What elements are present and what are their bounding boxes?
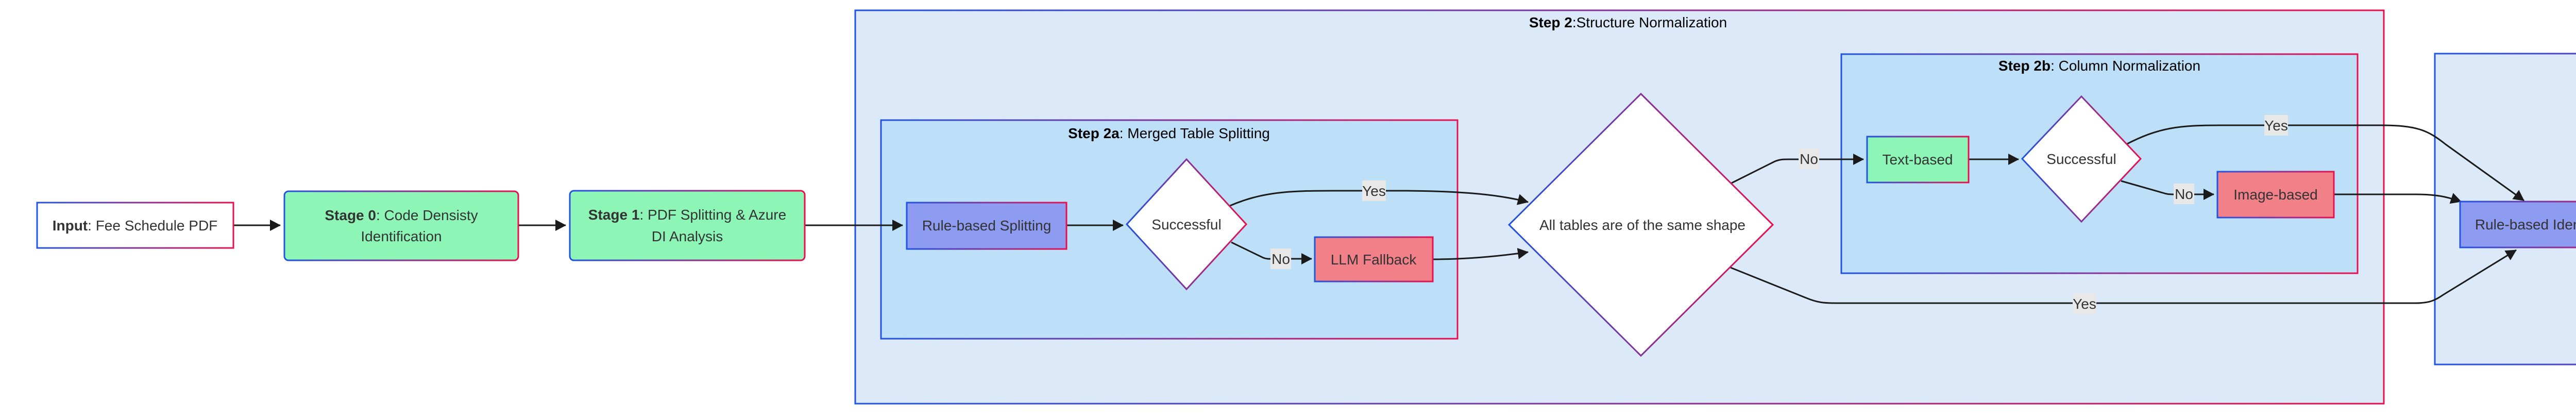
- svg-text:Input: Fee Schedule PDF: Input: Fee Schedule PDF: [53, 218, 218, 234]
- svg-text:Yes: Yes: [2073, 296, 2096, 312]
- svg-text:Yes: Yes: [2264, 118, 2288, 134]
- svg-text:Rule-based Identification: Rule-based Identification: [2475, 217, 2576, 233]
- svg-text:No: No: [2175, 186, 2193, 202]
- svg-text:Successful: Successful: [2046, 151, 2116, 167]
- svg-text:Step 2b: Column Normalization: Step 2b: Column Normalization: [1998, 58, 2200, 74]
- svg-text:Rule-based Splitting: Rule-based Splitting: [922, 218, 1052, 234]
- svg-text:Identification: Identification: [361, 228, 442, 244]
- svg-text:No: No: [1272, 251, 1290, 267]
- svg-text:Stage 0: Code Densisty: Stage 0: Code Densisty: [325, 207, 478, 223]
- svg-text:Successful: Successful: [1151, 217, 1221, 233]
- svg-text:Yes: Yes: [1362, 183, 1386, 199]
- svg-text:Image-based: Image-based: [2233, 187, 2317, 203]
- svg-text:Step 2:Structure Normalization: Step 2:Structure Normalization: [1529, 14, 1727, 30]
- svg-text:LLM Fallback: LLM Fallback: [1331, 252, 1417, 268]
- svg-text:Step 2a: Merged Table Splittin: Step 2a: Merged Table Splitting: [1068, 125, 1270, 141]
- svg-text:No: No: [1800, 151, 1818, 167]
- svg-text:DI Analysis: DI Analysis: [652, 228, 723, 244]
- svg-text:All tables are of the same sha: All tables are of the same shape: [1539, 217, 1745, 233]
- svg-text:Stage 1: PDF Splitting & Azure: Stage 1: PDF Splitting & Azure: [588, 207, 786, 223]
- svg-text:Text-based: Text-based: [1883, 152, 1953, 168]
